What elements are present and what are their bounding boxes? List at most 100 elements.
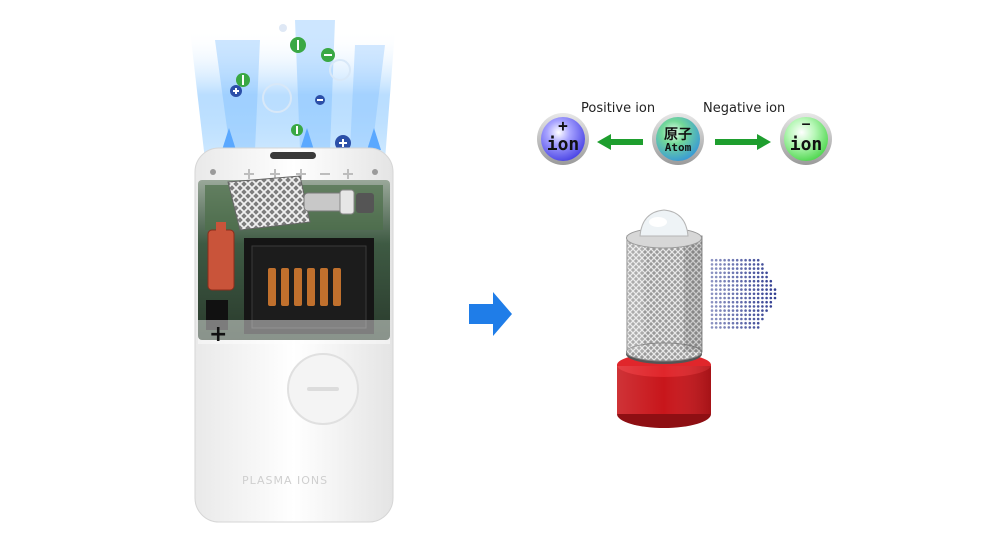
ion-dot — [714, 317, 718, 321]
ion-dot — [727, 326, 731, 329]
ion-dot — [769, 305, 773, 308]
ion-dot — [740, 305, 743, 308]
ion-dot — [710, 321, 714, 325]
ion-dot — [723, 263, 726, 266]
ion-dot — [765, 309, 768, 312]
ion-dot — [756, 300, 760, 304]
ion-dot — [752, 288, 756, 291]
ion-dot — [719, 309, 722, 312]
ion-dot — [769, 279, 773, 283]
ion-dot — [719, 305, 722, 308]
ion-dot — [731, 292, 735, 296]
ion-dot — [727, 284, 731, 287]
ion-dot — [735, 284, 739, 287]
ion-dot — [744, 292, 747, 296]
negative-sign: — — [802, 117, 810, 132]
ion-dot — [723, 305, 726, 308]
ion-dot — [744, 267, 747, 270]
ion-dot — [752, 267, 756, 270]
ion-dot — [731, 321, 735, 325]
ion-dot — [756, 279, 760, 283]
ion-dot — [723, 326, 726, 329]
ion-dot — [740, 292, 743, 296]
ion-dot — [727, 288, 731, 291]
ion-dot — [748, 263, 752, 266]
ion-dot — [744, 305, 747, 308]
ion-dot — [719, 271, 722, 275]
ion-dot — [731, 263, 735, 266]
ion-dot — [756, 288, 760, 291]
ion-dot — [731, 296, 735, 300]
ion-dot — [765, 279, 768, 283]
ion-dot — [723, 313, 726, 317]
positive-sign: + — [558, 116, 568, 135]
ion-dot — [744, 284, 747, 287]
ion-dot — [710, 317, 714, 321]
ion-dot — [735, 305, 739, 308]
ion-dot — [714, 271, 718, 275]
ion-dot — [719, 263, 722, 266]
ion-dot — [765, 292, 768, 296]
ion-dot — [731, 305, 735, 308]
ion-dot — [727, 263, 731, 266]
ion-dot — [756, 258, 760, 262]
ion-dot — [740, 326, 743, 329]
ion-dot — [727, 321, 731, 325]
ion-dot — [761, 317, 764, 321]
ion-dot — [756, 275, 760, 279]
ion-dot — [756, 296, 760, 300]
ion-dot — [761, 305, 764, 308]
ion-dot — [727, 279, 731, 283]
ion-dot — [714, 326, 718, 329]
ion-dot — [710, 300, 714, 304]
ion-dot — [735, 292, 739, 296]
ion-dot — [744, 279, 747, 283]
ion-dot — [723, 300, 726, 304]
ion-dot — [744, 288, 747, 291]
ion-dot — [765, 275, 768, 279]
ion-dot — [710, 263, 714, 266]
ion-dot — [752, 292, 756, 296]
ion-dot — [714, 284, 718, 287]
ion-dot — [744, 317, 747, 321]
ion-dot — [752, 321, 756, 325]
ion-dot — [765, 305, 768, 308]
ion-dot — [719, 300, 722, 304]
ion-dot — [740, 275, 743, 279]
ion-dot — [744, 321, 747, 325]
ion-dot — [744, 258, 747, 262]
ion-dot — [740, 296, 743, 300]
ion-dot — [748, 300, 752, 304]
ion-dot — [765, 300, 768, 304]
ion-dot — [714, 279, 718, 283]
ion-dot — [769, 284, 773, 287]
ion-dot — [756, 317, 760, 321]
ion-dot — [714, 321, 718, 325]
ion-dot — [752, 296, 756, 300]
ion-dot — [765, 296, 768, 300]
ion-dot — [748, 292, 752, 296]
ion-dot — [752, 271, 756, 275]
ion-dot — [748, 309, 752, 312]
pcb-plus-mark: + — [209, 322, 228, 347]
ion-dot — [710, 313, 714, 317]
ion-dot — [740, 321, 743, 325]
ion-dot — [740, 288, 743, 291]
ion-dot — [769, 292, 773, 296]
ion-dot — [714, 292, 718, 296]
ion-dot — [710, 258, 714, 262]
ion-dot — [731, 300, 735, 304]
ion-dot — [748, 284, 752, 287]
ion-dot — [731, 317, 735, 321]
ion-dot — [761, 309, 764, 312]
ion-dot — [752, 313, 756, 317]
ion-dot — [714, 263, 718, 266]
ion-dot — [744, 300, 747, 304]
ion-dot — [714, 275, 718, 279]
ion-dot — [740, 267, 743, 270]
ion-dot — [748, 288, 752, 291]
ion-dot — [735, 288, 739, 291]
ion-dot — [740, 263, 743, 266]
ion-dot — [752, 305, 756, 308]
